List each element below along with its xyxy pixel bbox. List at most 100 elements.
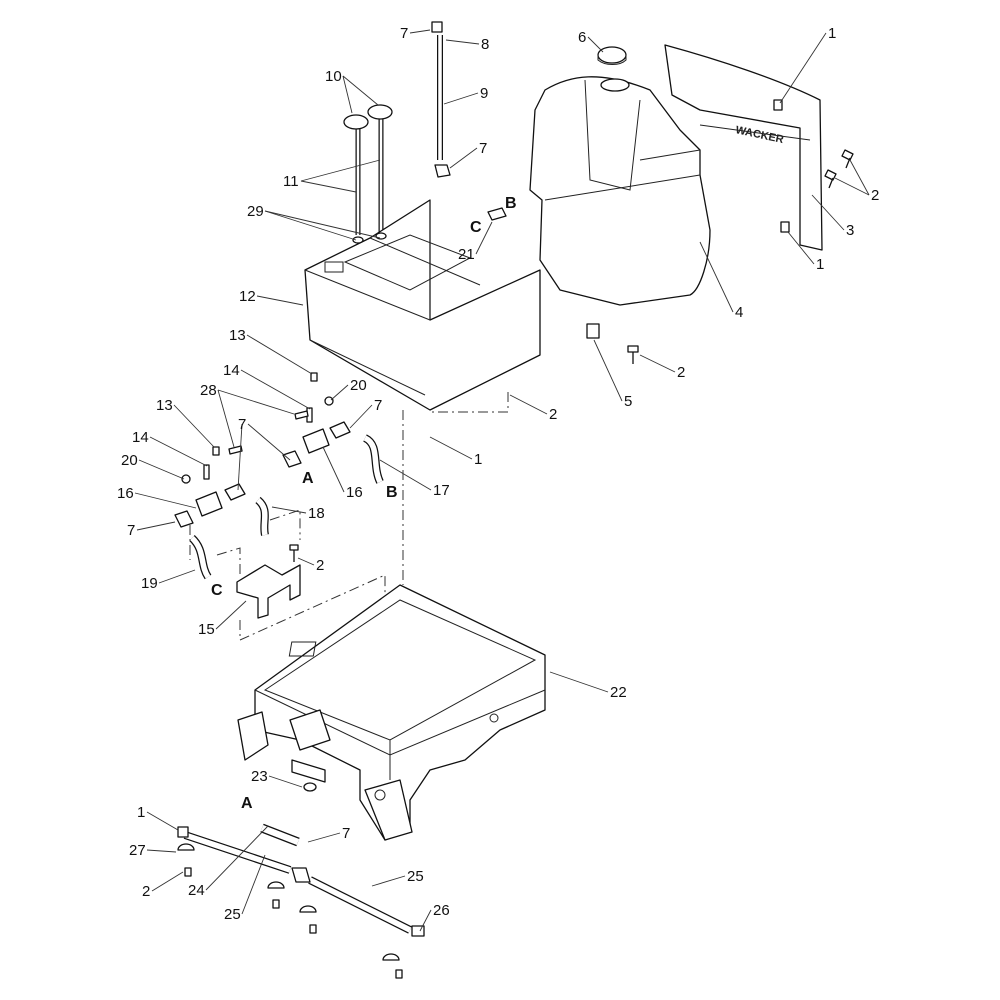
part-callout: 27 xyxy=(129,842,146,859)
part-callout: 16 xyxy=(117,485,134,502)
leader-line xyxy=(834,177,870,196)
part-callout: 2 xyxy=(871,187,879,204)
clip-nut xyxy=(773,99,783,111)
part-callout: 7 xyxy=(479,140,487,157)
leader-line xyxy=(264,210,381,239)
part-callout: 18 xyxy=(308,505,325,522)
bolt xyxy=(289,544,299,562)
fuel-tank xyxy=(529,46,711,306)
leader-line xyxy=(217,389,235,448)
drain-plug xyxy=(586,323,600,339)
part-callout: 7 xyxy=(238,416,246,433)
leader-line xyxy=(322,446,345,493)
part-callout: 25 xyxy=(224,906,241,923)
leader-line xyxy=(268,775,303,788)
part-callout: 2 xyxy=(316,557,324,574)
brand-text: WACKER xyxy=(734,124,784,146)
leader-line xyxy=(409,29,431,34)
part-callout: 24 xyxy=(188,882,205,899)
leader-line xyxy=(240,369,311,410)
connection-letter: B xyxy=(505,195,517,212)
part-callout: 2 xyxy=(142,883,150,900)
part-callout: 7 xyxy=(127,522,135,539)
leader-line xyxy=(247,423,291,461)
part-callout: 2 xyxy=(549,406,557,423)
part-callout: 3 xyxy=(846,222,854,239)
part-callout: 9 xyxy=(480,85,488,102)
part-callout: 1 xyxy=(474,451,482,468)
connection-letter: B xyxy=(386,484,398,501)
filler-neck xyxy=(600,78,630,92)
part-callout: 8 xyxy=(481,36,489,53)
leader-line xyxy=(300,180,357,193)
leader-line xyxy=(429,436,473,460)
part-callout: 21 xyxy=(458,246,475,263)
part-callout: 28 xyxy=(200,382,217,399)
bolt xyxy=(627,345,639,364)
part-callout: 20 xyxy=(121,452,138,469)
grommet xyxy=(303,782,317,792)
tank-support-box xyxy=(304,199,541,411)
connection-letter: C xyxy=(470,219,482,236)
bolt xyxy=(824,169,837,189)
leader-line xyxy=(445,39,480,45)
connection-letter: A xyxy=(241,795,253,812)
part-callout: 26 xyxy=(433,902,450,919)
part-callout: 16 xyxy=(346,484,363,501)
part-callout: 1 xyxy=(137,804,145,821)
part-callout: 7 xyxy=(400,25,408,42)
leader-line xyxy=(307,832,341,843)
hose-fittings xyxy=(174,372,384,580)
part-callout: 17 xyxy=(433,482,450,499)
leader-line xyxy=(134,492,197,509)
leader-line xyxy=(509,394,548,415)
leader-line xyxy=(271,506,307,514)
part-callout: 13 xyxy=(229,327,246,344)
part-callout: 7 xyxy=(374,397,382,414)
part-callout: 14 xyxy=(132,429,149,446)
part-callout: 6 xyxy=(578,29,586,46)
leader-line xyxy=(173,404,215,448)
leader-line xyxy=(549,671,609,693)
leader-line xyxy=(297,557,315,566)
tank-cap xyxy=(597,46,627,64)
leader-line xyxy=(246,334,313,375)
leader-line xyxy=(811,194,845,231)
part-callout: 5 xyxy=(624,393,632,410)
part-callout: 19 xyxy=(141,575,158,592)
leader-line xyxy=(146,849,177,853)
connection-letter: C xyxy=(211,582,223,599)
part-callout: 10 xyxy=(325,68,342,85)
leader-line xyxy=(849,159,870,196)
elbow-fitting xyxy=(434,164,451,178)
clip-nut xyxy=(780,221,790,233)
part-callout: 1 xyxy=(828,25,836,42)
leader-line xyxy=(475,221,493,255)
leader-line xyxy=(342,75,353,114)
leader-line xyxy=(237,423,243,491)
leader-line xyxy=(593,339,623,402)
part-callout: 20 xyxy=(350,377,367,394)
part-callout: 14 xyxy=(223,362,240,379)
leader-line xyxy=(443,92,479,105)
leader-line xyxy=(151,871,184,892)
part-callout: 4 xyxy=(735,304,743,321)
alignment-lines xyxy=(189,392,509,641)
leader-line xyxy=(138,459,185,480)
leader-line xyxy=(699,241,734,313)
leader-line xyxy=(205,825,269,891)
leader-line xyxy=(146,811,179,831)
bolt xyxy=(841,149,854,169)
part-callout: 12 xyxy=(239,288,256,305)
leader-line xyxy=(330,384,349,401)
bracket xyxy=(236,564,301,619)
connection-letter: A xyxy=(302,470,314,487)
leader-line xyxy=(449,147,478,169)
base-frame xyxy=(237,584,546,841)
leader-line xyxy=(371,875,406,887)
leader-line xyxy=(587,36,604,53)
part-callout: 15 xyxy=(198,621,215,638)
part-callout: 11 xyxy=(283,173,299,190)
